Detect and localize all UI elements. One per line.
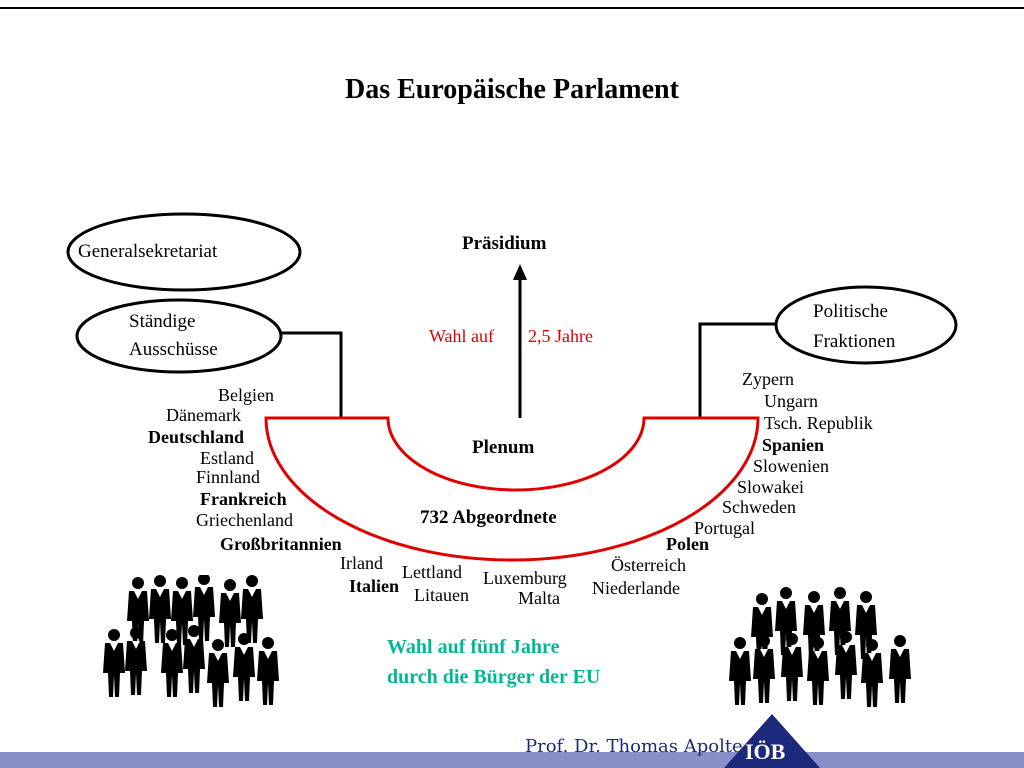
generalsekretariat-ellipse <box>66 212 302 292</box>
country-tsch-republik: Tsch. Republik <box>764 413 873 433</box>
abgeordnete-label: 732 Abgeordnete <box>420 507 557 528</box>
country-slowenien: Slowenien <box>753 456 829 476</box>
ausschuesse-ellipse <box>75 298 283 374</box>
country-portugal: Portugal <box>694 518 755 538</box>
country-grossbritannien: Großbritannien <box>220 534 342 554</box>
country-griechenland: Griechenland <box>196 510 293 530</box>
ausschuesse-label-line1: Ständige <box>129 311 196 332</box>
country-ungarn: Ungarn <box>764 391 818 411</box>
footer-author: Prof. Dr. Thomas Apolte <box>525 736 743 757</box>
country-oesterreich: Österreich <box>611 555 686 575</box>
country-zypern: Zypern <box>742 369 794 389</box>
country-luxemburg: Luxemburg <box>483 568 567 588</box>
fraktionen-connector <box>698 322 776 418</box>
country-schweden: Schweden <box>722 497 796 517</box>
country-polen: Polen <box>666 534 709 554</box>
wahl-right-label: 2,5 Jahre <box>528 326 593 346</box>
country-deutschland: Deutschland <box>148 427 245 447</box>
country-belgien: Belgien <box>218 385 274 405</box>
country-finnland: Finnland <box>196 467 261 487</box>
generalsekretariat-label: Generalsekretariat <box>78 241 218 262</box>
country-italien: Italien <box>349 576 400 596</box>
ausschuesse-label-line2: Ausschüsse <box>129 339 218 360</box>
fraktionen-label-line1: Politische <box>813 301 888 322</box>
ausschuesse-connector <box>281 331 343 418</box>
country-lettland: Lettland <box>402 562 462 582</box>
wahl-buerger-line2: durch die Bürger der EU <box>387 666 601 688</box>
country-slowakei: Slowakei <box>737 477 804 497</box>
praesidium-arrowhead <box>513 264 527 280</box>
ioeb-logo-text: IÖB <box>745 739 786 764</box>
praesidium-label: Präsidium <box>462 233 547 254</box>
country-estland: Estland <box>200 448 254 468</box>
plenum-label: Plenum <box>472 437 535 458</box>
hemicycle <box>264 416 760 562</box>
country-niederlande: Niederlande <box>592 578 680 598</box>
country-frankreich: Frankreich <box>200 489 287 509</box>
page-title: Das Europäische Parlament <box>345 74 679 105</box>
fraktionen-label-line2: Fraktionen <box>813 331 896 352</box>
country-litauen: Litauen <box>414 585 469 605</box>
wahl-buerger-line1: Wahl auf fünf Jahre <box>387 636 560 658</box>
wahl-left-label: Wahl auf <box>429 326 495 346</box>
country-daenemark: Dänemark <box>166 405 241 425</box>
country-malta: Malta <box>518 588 560 608</box>
country-irland: Irland <box>340 553 383 573</box>
top-rule <box>0 7 1024 9</box>
country-spanien: Spanien <box>762 435 825 455</box>
